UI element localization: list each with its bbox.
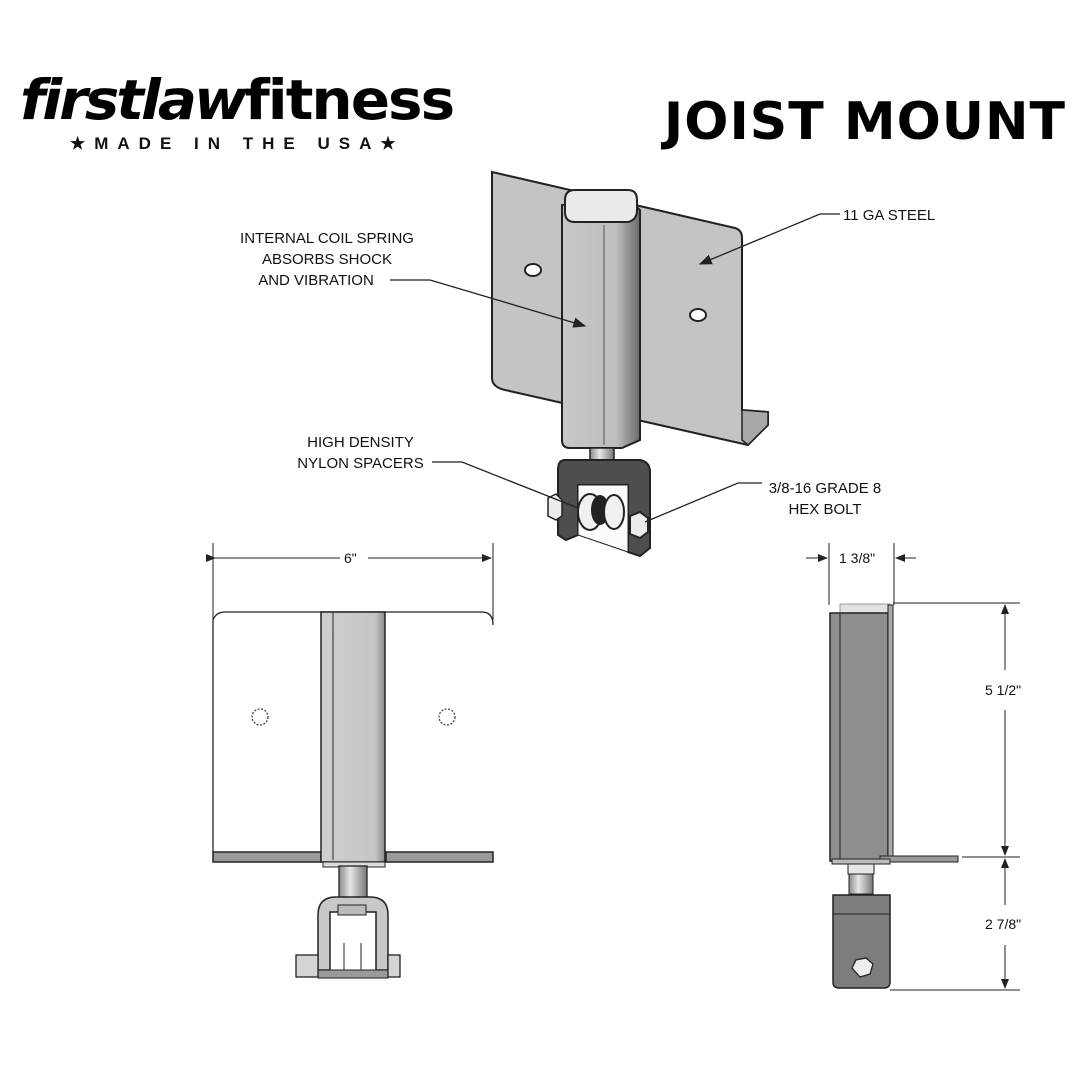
spring-tube [829,612,889,862]
mount-hole [689,308,707,322]
brand-name-part1: firstlaw [20,67,248,133]
tube-cap [564,189,638,223]
mount-hole [251,708,269,726]
callout-line: INTERNAL COIL SPRING [240,230,414,247]
shaft [338,865,368,901]
side-view [806,543,1020,991]
leader-spring [390,279,587,328]
hex-nut [387,954,401,978]
callout-line: HIGH DENSITY [307,434,414,451]
hex-bolt-head [547,493,563,521]
mount-hole [524,263,542,277]
callout-bolt: 3/8-16 GRADE 8 HEX BOLT [755,478,895,520]
brand-logo: firstlawfitness ★MADE IN THE USA★ [20,70,480,154]
brand-tagline: ★MADE IN THE USA★ [70,134,405,153]
callout-spacers: HIGH DENSITY NYLON SPACERS [288,432,433,474]
dimension-height-plate: 5 1/2" [982,682,1025,698]
brand-name: firstlawfitness [20,71,480,128]
hex-bolt-head [295,954,319,978]
spring-tube [561,198,641,449]
callout-line: HEX BOLT [788,501,862,518]
page-title: JOIST MOUNT [663,92,1066,152]
spring-tube [320,611,386,863]
hex-bolt-head [851,957,874,978]
callout-line: 3/8-16 GRADE 8 [768,480,882,497]
callout-line: ABSORBS SHOCK [261,251,393,268]
callout-line: 11 GA STEEL [843,207,936,224]
brand-name-part2: fitness [244,67,456,133]
hex-nut [629,510,649,540]
leader-spacers [432,461,579,509]
leader-steel [698,213,840,265]
dimension-width: 6" [341,550,360,566]
callout-line: AND VIBRATION [258,272,374,289]
leader-bolt [644,482,762,523]
callout-line: NYLON SPACERS [297,455,424,472]
callout-spring: INTERNAL COIL SPRING ABSORBS SHOCK AND V… [222,228,432,291]
dimension-depth: 1 3/8" [836,550,879,566]
nylon-spacer [603,494,625,530]
clevis [832,894,891,989]
dimension-height-clevis: 2 7/8" [982,916,1025,932]
callout-steel: 11 GA STEEL [843,205,935,226]
isometric-view [390,170,840,558]
mount-hole [438,708,456,726]
front-view [206,543,494,979]
